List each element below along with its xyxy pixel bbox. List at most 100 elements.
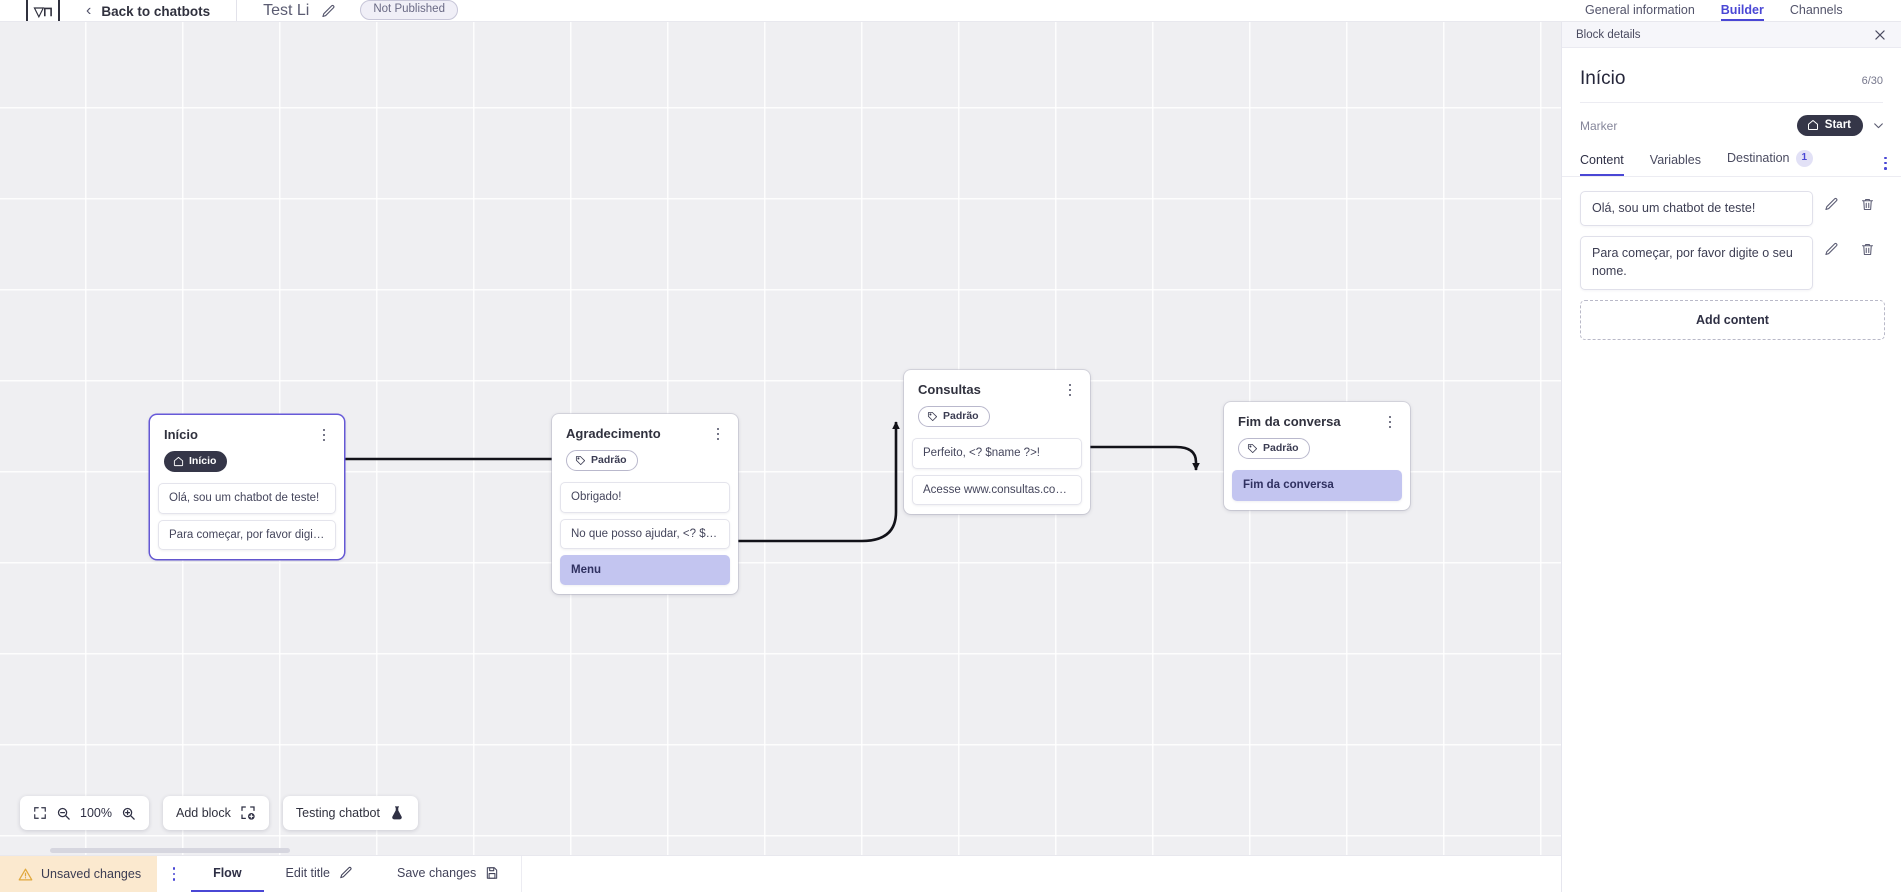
node-menu-icon[interactable]: [1061, 381, 1079, 399]
canvas-horizontal-scrollbar[interactable]: [0, 846, 1561, 855]
add-block-button[interactable]: Add block: [162, 796, 269, 830]
header-tabs: General information Builder Channels: [1571, 0, 1901, 21]
edit-title-button[interactable]: Edit title: [264, 856, 375, 892]
home-icon: [1807, 119, 1819, 131]
zoom-in-icon[interactable]: [121, 806, 136, 821]
zoom-out-icon[interactable]: [56, 806, 71, 821]
node-message-item[interactable]: Perfeito, <? $name ?>!: [912, 438, 1082, 469]
panel-tabs: Content Variables Destination 1: [1562, 136, 1901, 177]
scrollbar-thumb[interactable]: [50, 848, 290, 853]
tag-icon: [1247, 443, 1258, 454]
bottom-more-icon[interactable]: [157, 856, 191, 892]
node-action-item[interactable]: Fim da conversa: [1232, 470, 1402, 501]
tab-variables-label: Variables: [1649, 152, 1701, 167]
bottom-divider: [521, 855, 523, 892]
trash-icon[interactable]: [1849, 191, 1885, 212]
page-title: Início: [1580, 68, 1626, 89]
node-message-item[interactable]: Para começar, por favor digite o ...: [158, 519, 336, 551]
tab-content[interactable]: Content: [1580, 153, 1624, 176]
canvas-toolbar: 100% Add block Testing chatbot: [20, 796, 418, 830]
node-action-item[interactable]: Menu: [560, 555, 730, 586]
pencil-icon: [339, 866, 353, 880]
testing-chatbot-label: Testing chatbot: [295, 806, 380, 820]
node-message-item[interactable]: Obrigado!: [560, 482, 730, 513]
node-message-item[interactable]: No que posso ajudar, <? $name ...: [560, 518, 730, 550]
node-title: Agradecimento: [566, 426, 661, 441]
node-title: Fim da conversa: [1238, 414, 1341, 429]
tab-variables[interactable]: Variables: [1650, 153, 1701, 176]
top-header: ▽⊓ ‹ Back to chatbots Test Li Not Publis…: [0, 0, 1901, 22]
chatbot-title: Test Li: [263, 2, 310, 19]
marker-label: Marker: [1580, 118, 1618, 133]
home-icon: [173, 456, 184, 467]
content-text[interactable]: Olá, sou um chatbot de teste!: [1580, 190, 1813, 227]
edge-consultas-to-fim: [1090, 445, 1200, 471]
pencil-icon[interactable]: [1813, 191, 1849, 212]
panel-title-row: Início 6/30: [1562, 48, 1901, 90]
tab-general-information[interactable]: General information: [1585, 2, 1695, 17]
node-badge-label: Padrão: [943, 410, 979, 423]
node-default-badge: Padrão: [918, 406, 990, 428]
testing-chatbot-button[interactable]: Testing chatbot: [282, 796, 418, 830]
chevron-down-icon[interactable]: [1872, 119, 1885, 132]
content-row: Para começar, por favor digite o seu nom…: [1580, 236, 1885, 290]
node-menu-icon[interactable]: [1381, 413, 1399, 431]
block-details-panel: Block details Início 6/30 Marker Start: [1561, 22, 1901, 892]
back-to-chatbots-link[interactable]: Back to chatbots: [101, 3, 211, 19]
node-menu-icon[interactable]: [709, 425, 727, 443]
node-menu-icon[interactable]: [315, 426, 333, 444]
content-text[interactable]: Para começar, por favor digite o seu nom…: [1580, 236, 1813, 290]
content-list: Olá, sou um chatbot de teste! Para começa…: [1562, 177, 1901, 290]
status-badge: Not Published: [360, 0, 458, 20]
bottom-bar: Unsaved changes Flow Edit title Save cha…: [0, 855, 1561, 892]
content-row: Olá, sou um chatbot de teste!: [1580, 190, 1885, 227]
marker-row: Marker Start: [1562, 103, 1901, 136]
unsaved-changes-banner: Unsaved changes: [0, 855, 158, 892]
add-content-button[interactable]: Add content: [1580, 299, 1885, 340]
node-header: Consultas: [904, 370, 1090, 397]
node-messages: Perfeito, <? $name ?>! Acesse www.consult…: [904, 438, 1090, 514]
more-vertical-icon[interactable]: [1884, 156, 1887, 170]
warning-triangle-icon: [18, 867, 33, 882]
node-message-item[interactable]: Acesse www.consultas.com par...: [912, 474, 1082, 506]
fit-screen-icon[interactable]: [33, 806, 47, 820]
node-badge-row: Padrão: [552, 441, 738, 482]
bottom-tab-flow[interactable]: Flow: [191, 856, 264, 892]
close-icon[interactable]: [1873, 28, 1887, 42]
pencil-icon[interactable]: [1813, 236, 1849, 257]
node-message-item[interactable]: Olá, sou um chatbot de teste!: [158, 483, 336, 514]
block-counter: 6/30: [1861, 75, 1883, 87]
marker-start-badge[interactable]: Start: [1796, 115, 1863, 136]
back-chevron-icon[interactable]: ‹: [86, 2, 92, 19]
tab-channels[interactable]: Channels: [1789, 2, 1843, 17]
tag-icon: [927, 411, 938, 422]
node-title: Início: [164, 427, 198, 442]
app-logo[interactable]: ▽⊓: [26, 0, 60, 21]
node-messages: Obrigado! No que posso ajudar, <? $name .…: [552, 482, 738, 594]
node-badge-row: Padrão: [1224, 429, 1410, 470]
add-block-label: Add block: [175, 806, 231, 820]
marker-value: Start: [1824, 119, 1851, 131]
node-badge-row: Padrão: [904, 397, 1090, 438]
edge-agradecimento-to-consultas: [738, 421, 900, 543]
panel-header-label: Block details: [1576, 28, 1641, 41]
save-changes-button[interactable]: Save changes: [375, 856, 521, 892]
trash-icon[interactable]: [1849, 236, 1885, 257]
bottom-tab-flow-label: Flow: [213, 865, 242, 880]
node-messages: Olá, sou um chatbot de teste! Para começa…: [150, 483, 344, 559]
tab-builder[interactable]: Builder: [1720, 3, 1764, 21]
node-badge-label: Início: [189, 455, 217, 468]
node-messages: Fim da conversa: [1224, 470, 1410, 509]
zoom-controls: 100%: [20, 796, 149, 830]
unsaved-changes-label: Unsaved changes: [41, 867, 142, 881]
pencil-icon[interactable]: [321, 4, 336, 19]
tab-content-label: Content: [1580, 152, 1624, 167]
tab-destination[interactable]: Destination 1: [1727, 150, 1814, 176]
panel-header: Block details: [1562, 22, 1901, 48]
tag-icon: [575, 455, 586, 466]
